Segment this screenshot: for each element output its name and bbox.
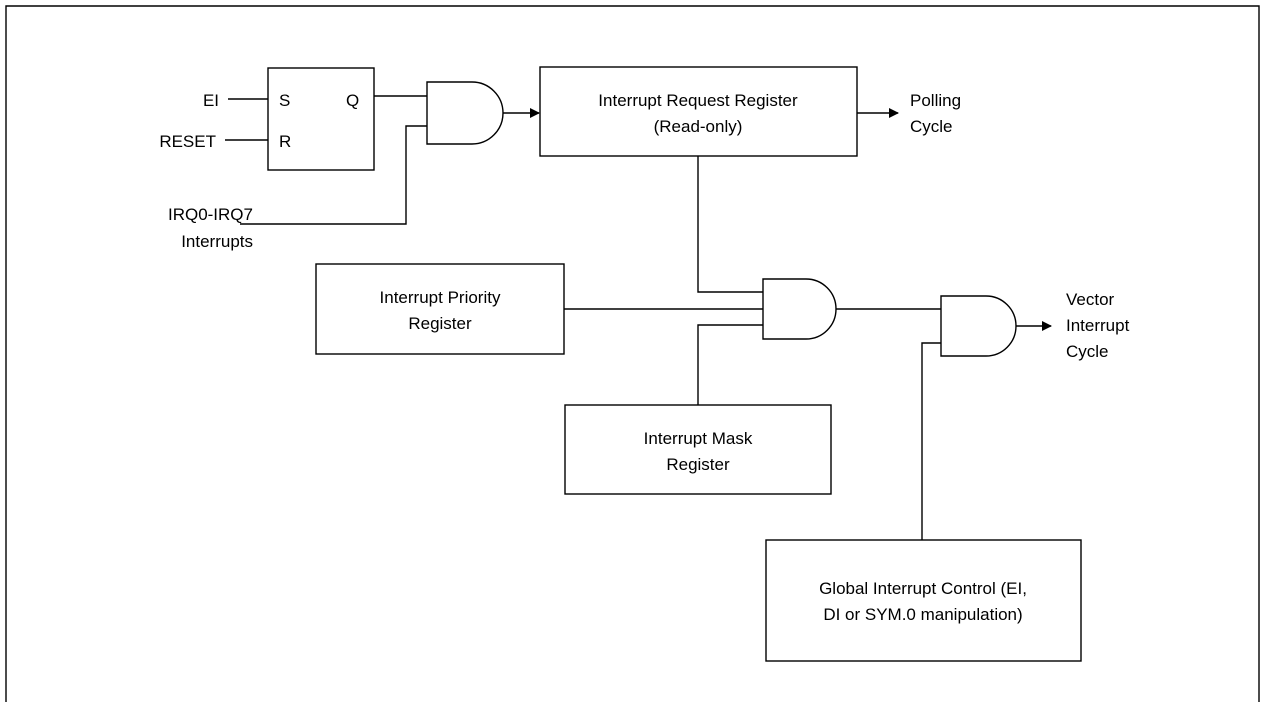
mask-register-line2: Register xyxy=(666,455,730,474)
ei-label: EI xyxy=(203,91,219,110)
flip-flop-set-pin: S xyxy=(279,91,290,110)
flip-flop-output-pin: Q xyxy=(346,91,359,110)
flip-flop-reset-pin: R xyxy=(279,132,291,151)
sr-flip-flop xyxy=(267,67,375,171)
reset-label: RESET xyxy=(159,132,216,151)
irq-label-line2: Interrupts xyxy=(181,232,253,251)
diagram-frame xyxy=(5,5,1260,702)
and-gate-priority xyxy=(762,278,837,340)
and-gate-vector xyxy=(940,295,1017,357)
priority-register-line1: Interrupt Priority xyxy=(380,288,501,307)
global-control-line1: Global Interrupt Control (EI, xyxy=(819,579,1027,598)
vector-label-line3: Cycle xyxy=(1066,342,1109,361)
request-to-gate-wire xyxy=(697,156,763,293)
interrupt-mask-register xyxy=(564,404,832,495)
request-register-line2: (Read-only) xyxy=(654,117,743,136)
interrupt-request-register xyxy=(539,66,858,157)
priority-register-line2: Register xyxy=(408,314,472,333)
polling-label-line1: Polling xyxy=(910,91,961,110)
vector-label-line2: Interrupt xyxy=(1066,316,1130,335)
mask-register-line1: Interrupt Mask xyxy=(644,429,753,448)
interrupt-priority-register xyxy=(315,263,565,355)
vector-label-line1: Vector xyxy=(1066,290,1115,309)
global-control-line2: DI or SYM.0 manipulation) xyxy=(823,605,1022,624)
irq-wire xyxy=(240,125,427,225)
polling-label-line2: Cycle xyxy=(910,117,953,136)
mask-to-gate-wire xyxy=(697,324,763,405)
global-control-wire xyxy=(921,342,941,540)
irq-label-line1: IRQ0-IRQ7 xyxy=(168,205,253,224)
global-interrupt-control xyxy=(765,539,1082,662)
request-register-line1: Interrupt Request Register xyxy=(598,91,798,110)
and-gate-request xyxy=(426,81,504,145)
